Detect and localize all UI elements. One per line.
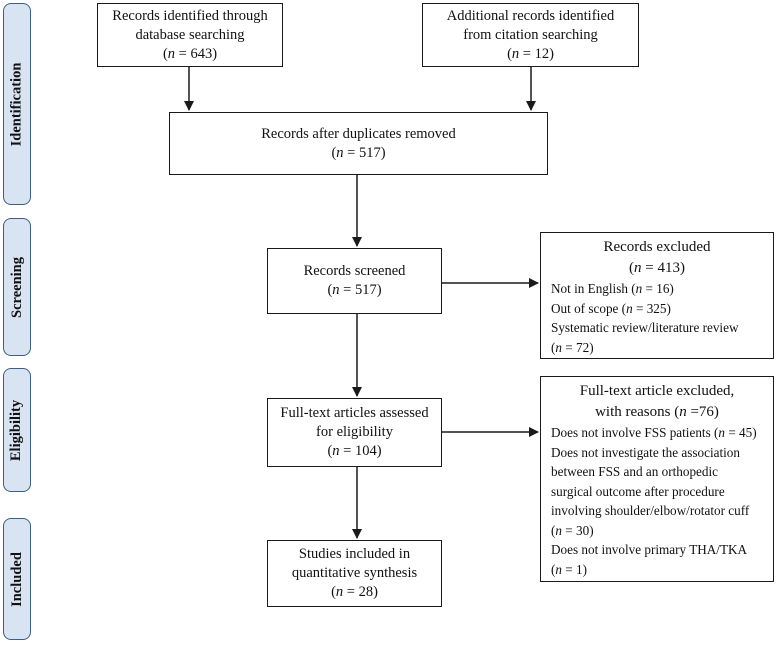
records-excluded-title: Records excluded: [603, 239, 711, 255]
citation-count: (n = 12): [507, 45, 554, 62]
stage-eligibility: Eligibility: [3, 368, 31, 492]
box-records-excluded: Records excluded (n = 413) Not in Englis…: [540, 232, 774, 359]
included-count: (n = 28): [331, 584, 378, 600]
stage-screening: Screening: [3, 218, 31, 356]
fulltext-excluded-title-line2: with reasons (n =76): [595, 404, 719, 420]
included-line1: Studies included in: [298, 546, 411, 562]
fulltext-excluded-item: Does not investigate the association: [551, 444, 740, 460]
dedup-line1: Records after duplicates removed: [261, 125, 456, 142]
fulltext-excluded-title-line1: Full-text article excluded,: [579, 383, 735, 399]
citation-line2: from citation searching: [463, 26, 598, 43]
records-excluded-item: Not in English (n = 16): [551, 281, 674, 296]
fulltext-excluded-item: involving shoulder/elbow/rotator cuff: [551, 503, 750, 518]
screened-line1: Records screened: [303, 263, 406, 279]
included-line2: quantitative synthesis: [291, 565, 418, 581]
database-count: (n = 643): [162, 45, 218, 62]
fulltext-excluded-item: between FSS and an orthopedic: [551, 464, 719, 479]
box-studies-included: Studies included in quantitative synthes…: [267, 540, 442, 607]
fulltext-count: (n = 104): [327, 443, 382, 459]
box-duplicates-removed: Records after duplicates removed (n = 51…: [169, 112, 548, 175]
records-excluded-item: Systematic review/literature review: [551, 320, 739, 335]
database-line1: Records identified through: [112, 7, 268, 24]
fulltext-excluded-item: (n = 1): [551, 561, 588, 577]
fulltext-excluded-item: surgical outcome after procedure: [551, 483, 725, 499]
dedup-count: (n = 517): [331, 144, 386, 161]
screened-count: (n = 517): [327, 282, 382, 298]
box-fulltext-excluded: Full-text article excluded, with reasons…: [540, 376, 774, 582]
fulltext-excluded-item: (n = 30): [551, 522, 594, 538]
box-citation-search: Additional records identified from citat…: [422, 3, 639, 67]
stage-included: Included: [3, 518, 31, 640]
records-excluded-item: (n = 72): [551, 339, 594, 355]
fulltext-excluded-item: Does not involve primary THA/TKA: [551, 542, 748, 557]
fulltext-excluded-item: Does not involve FSS patients (n = 45): [551, 425, 757, 440]
citation-line1: Additional records identified: [446, 7, 615, 24]
box-fulltext-assessed: Full-text articles assessed for eligibil…: [267, 398, 442, 467]
fulltext-line1: Full-text articles assessed: [280, 405, 429, 421]
box-records-screened: Records screened (n = 517): [267, 248, 442, 314]
database-line2: database searching: [135, 26, 245, 43]
records-excluded-count: (n = 413): [629, 260, 685, 276]
records-excluded-item: Out of scope (n = 325): [551, 300, 671, 316]
stage-identification: Identification: [3, 3, 31, 205]
fulltext-line2: for eligibility: [316, 424, 393, 440]
box-database-search: Records identified through database sear…: [97, 3, 283, 67]
